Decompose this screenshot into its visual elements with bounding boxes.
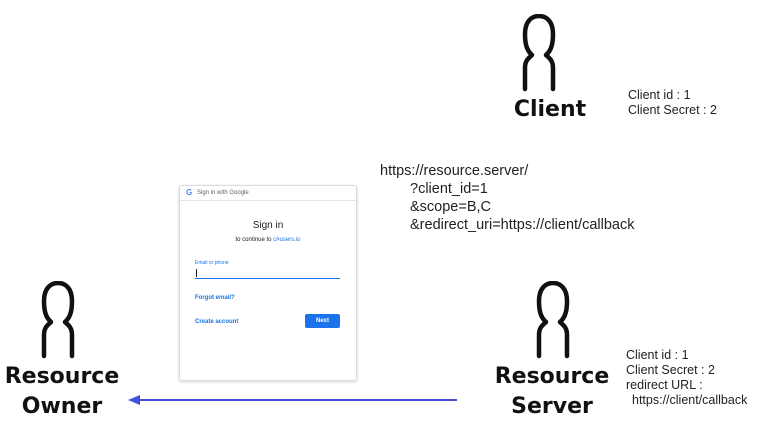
- resource-server-label-line1: Resource: [494, 364, 610, 389]
- client-person-icon: [522, 14, 556, 92]
- url-scope: &scope=B,C: [410, 199, 492, 215]
- text-cursor: [196, 269, 197, 277]
- server-client-id-text: Client id : 1: [626, 348, 689, 362]
- arrow-left-icon: [128, 395, 457, 405]
- create-account-link[interactable]: Create account: [195, 319, 239, 325]
- client-label: Client: [513, 97, 587, 122]
- url-redirect-uri: &redirect_uri=https://client/callback: [410, 217, 635, 233]
- request-url: https://resource.server/ ?client_id=1 &s…: [380, 162, 634, 234]
- url-client-id: ?client_id=1: [410, 181, 488, 197]
- server-client-secret-text: Client Secret : 2: [626, 363, 715, 377]
- client-details: Client id : 1 Client Secret : 2: [628, 88, 717, 118]
- resource-server-label-line2: Server: [511, 394, 593, 419]
- google-signin-card: G Sign in with Google Sign in to continu…: [179, 185, 357, 381]
- server-redirect-url-value: https://client/callback: [632, 393, 748, 407]
- resource-server-person-icon: [536, 281, 570, 359]
- google-logo-icon: G: [186, 188, 193, 197]
- email-field[interactable]: [195, 268, 340, 279]
- client-id-text: Client id : 1: [628, 88, 691, 102]
- resource-owner-label: Resource Owner: [0, 363, 124, 421]
- resource-owner-label-line1: Resource: [4, 364, 120, 389]
- resource-owner-person-icon: [41, 281, 75, 359]
- signin-app-link[interactable]: c#users.io: [273, 237, 301, 243]
- signin-subtitle-text: to continue to: [235, 237, 274, 243]
- forgot-email-link[interactable]: Forgot email?: [195, 295, 235, 301]
- signin-subtitle: to continue to c#users.io: [180, 236, 356, 244]
- client-secret-text: Client Secret : 2: [628, 103, 717, 117]
- signin-card-header: G Sign in with Google: [180, 186, 356, 201]
- resource-server-details: Client id : 1 Client Secret : 2 redirect…: [626, 348, 747, 408]
- signin-header-text: Sign in with Google: [197, 190, 249, 196]
- next-button[interactable]: Next: [305, 314, 340, 328]
- url-base: https://resource.server/: [380, 163, 529, 179]
- resource-owner-label-line2: Owner: [21, 394, 103, 419]
- resource-server-label: Resource Server: [490, 363, 614, 421]
- signin-title: Sign in: [252, 220, 284, 231]
- server-redirect-url-label: redirect URL :: [626, 378, 703, 392]
- email-label: Email or phone: [195, 260, 229, 266]
